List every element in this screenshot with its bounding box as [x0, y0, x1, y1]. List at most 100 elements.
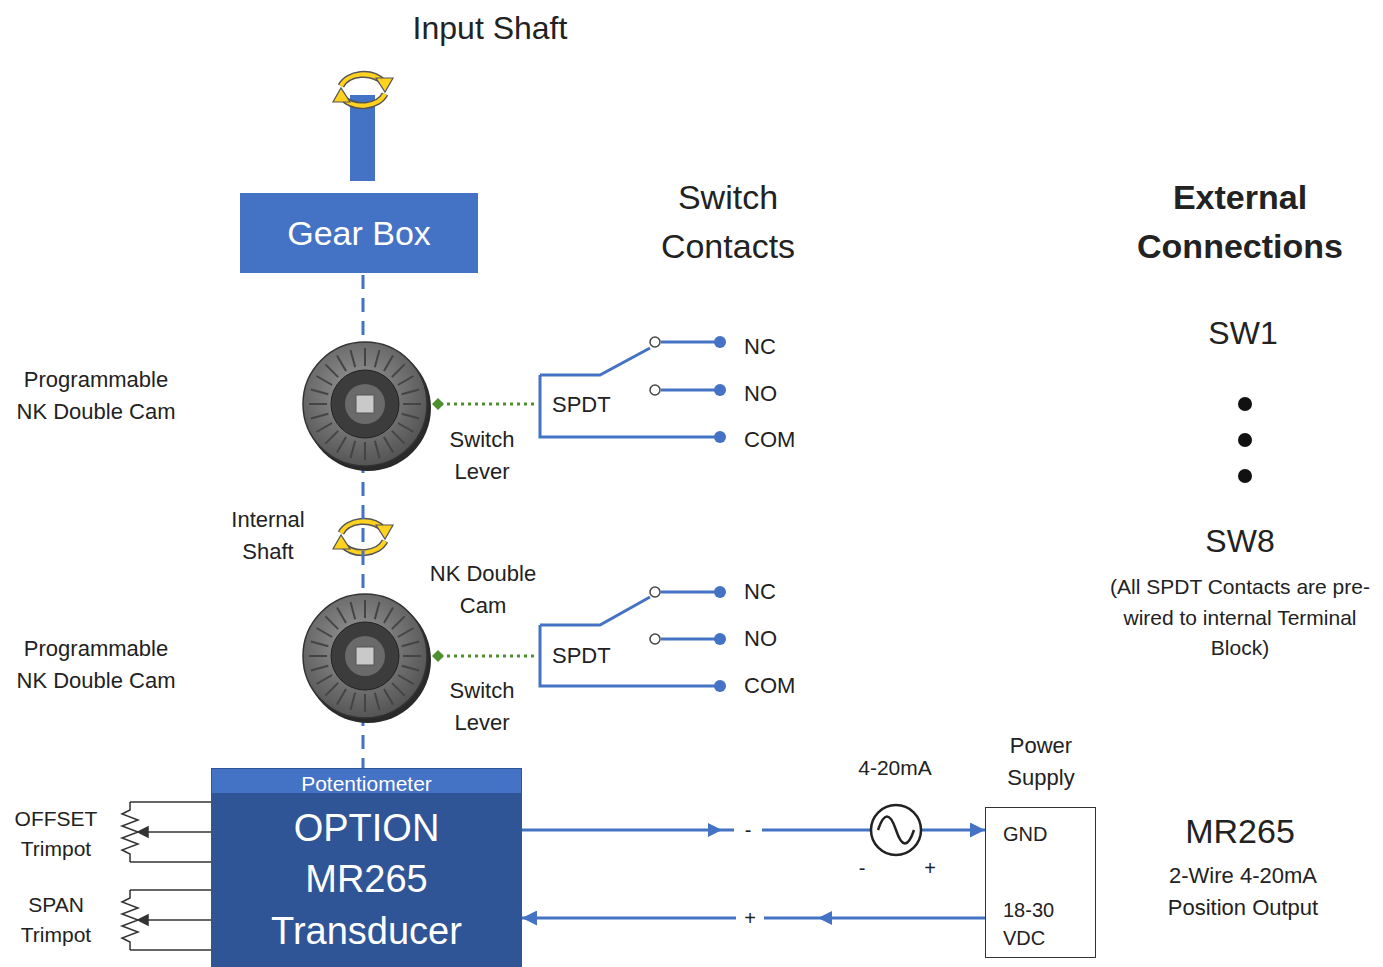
rotation-head [333, 88, 350, 102]
terminal-label: NC [744, 576, 804, 608]
switch-label: SPDT [552, 640, 632, 672]
cam-segment [351, 441, 356, 458]
arrowhead [708, 823, 722, 837]
note-text: (All SPDT Contacts are pre-wired to inte… [1109, 572, 1371, 663]
cam-segment [317, 628, 333, 637]
cam-illustration [303, 594, 431, 723]
rotation-arc [341, 74, 383, 86]
cam-segment [364, 694, 366, 712]
cam-segment [311, 414, 328, 419]
cam-segment [402, 390, 419, 395]
rotation-head [376, 525, 393, 539]
wire-polarity-label: + [736, 907, 764, 929]
cam-hub [331, 622, 399, 690]
cam-disc [303, 342, 427, 466]
power-supply-box: Power SupplyGND18-30 VDC [985, 807, 1096, 958]
title-label: Input Shaft [360, 5, 620, 51]
rotation-arc [343, 94, 385, 106]
cam-segment [375, 441, 380, 458]
rotation-arc-outline [343, 541, 385, 553]
cam-segment [325, 364, 338, 377]
cam-segment [364, 442, 366, 460]
cam-segment [375, 602, 380, 619]
terminal-label: COM [744, 424, 814, 456]
trimpot-label: OFFSET Trimpot [6, 804, 106, 865]
arrowhead [818, 911, 832, 925]
switch-lever [432, 398, 536, 662]
output-description: 2-Wire 4-20mA Position Output [1164, 860, 1322, 924]
trimpot-label: SPAN Trimpot [6, 890, 106, 951]
switch-name: SW1 [1183, 310, 1303, 356]
switch-name: SW8 [1180, 518, 1300, 564]
output-name: MR265 [1170, 807, 1310, 856]
cam-segment [392, 616, 405, 629]
cam-segment [351, 693, 356, 710]
cam-segment [317, 423, 333, 432]
cam-segment [317, 376, 333, 385]
cam-segment [311, 390, 328, 395]
current-source-symbol [871, 805, 921, 855]
cam-segment [311, 666, 328, 671]
node-text: 18-30 VDC [1003, 896, 1068, 952]
cam-segment [384, 356, 393, 372]
cam-segment [403, 403, 421, 405]
cam-segment [325, 683, 338, 696]
cam-hub-ring [345, 636, 385, 676]
cam-hub-ring [345, 384, 385, 424]
terminal-label: NO [744, 378, 804, 410]
cam-hub [331, 370, 399, 438]
cam-segment [398, 423, 414, 432]
ellipsis-dots [1238, 397, 1252, 483]
cam-segment [337, 437, 346, 453]
gearbox-box: Gear Box [240, 193, 478, 273]
cam-segment [317, 675, 333, 684]
cam-bore [356, 395, 374, 413]
cam-segment [402, 666, 419, 671]
cam-segment [392, 431, 405, 444]
cam-segment [337, 356, 346, 372]
cam-segment [392, 364, 405, 377]
transducer-box: OPTION MR265 Transducer [211, 793, 522, 967]
cam-segment [398, 376, 414, 385]
cam-segment [325, 616, 338, 629]
rotation-arrows [333, 74, 393, 105]
cam-segment [384, 437, 393, 453]
cam-bore [356, 647, 374, 665]
node-text: Power Supply [966, 730, 1116, 794]
node-text: Gear Box [287, 213, 431, 254]
rotation-arc-outline [341, 74, 383, 86]
rotation-head [376, 78, 393, 92]
node-text: OPTION MR265 Transducer [247, 803, 487, 957]
cam-disc [303, 594, 427, 718]
cam-segment [364, 600, 366, 618]
node-text: GND [1003, 820, 1088, 849]
cam-segment [402, 642, 419, 647]
cam-segment [337, 608, 346, 624]
trimpot-symbol [122, 802, 211, 862]
cam-segment [351, 602, 356, 619]
cam-segment [375, 693, 380, 710]
part-label: Programmable NK Double Cam [8, 364, 184, 428]
column-heading: External Connections [1123, 173, 1358, 272]
cam-segment [398, 628, 414, 637]
rotation-head [333, 535, 350, 549]
part-label: Internal Shaft [218, 504, 318, 568]
cam-segment [311, 642, 328, 647]
polarity-label: + [920, 854, 940, 883]
terminal-label: NO [744, 623, 804, 655]
cam-segment [402, 414, 419, 419]
part-label: Switch Lever [437, 424, 527, 488]
column-heading: Switch Contacts [633, 173, 823, 272]
signal-label: 4-20mA [845, 753, 945, 783]
cam-segment [337, 689, 346, 705]
spdt-switch [540, 586, 726, 692]
cam-segment [325, 431, 338, 444]
cam-segment [309, 403, 327, 405]
switch-label: SPDT [552, 389, 632, 421]
cam-segment [384, 608, 393, 624]
part-label: NK Double Cam [418, 558, 548, 622]
cam-segment [309, 655, 327, 657]
cam-segment [392, 683, 405, 696]
